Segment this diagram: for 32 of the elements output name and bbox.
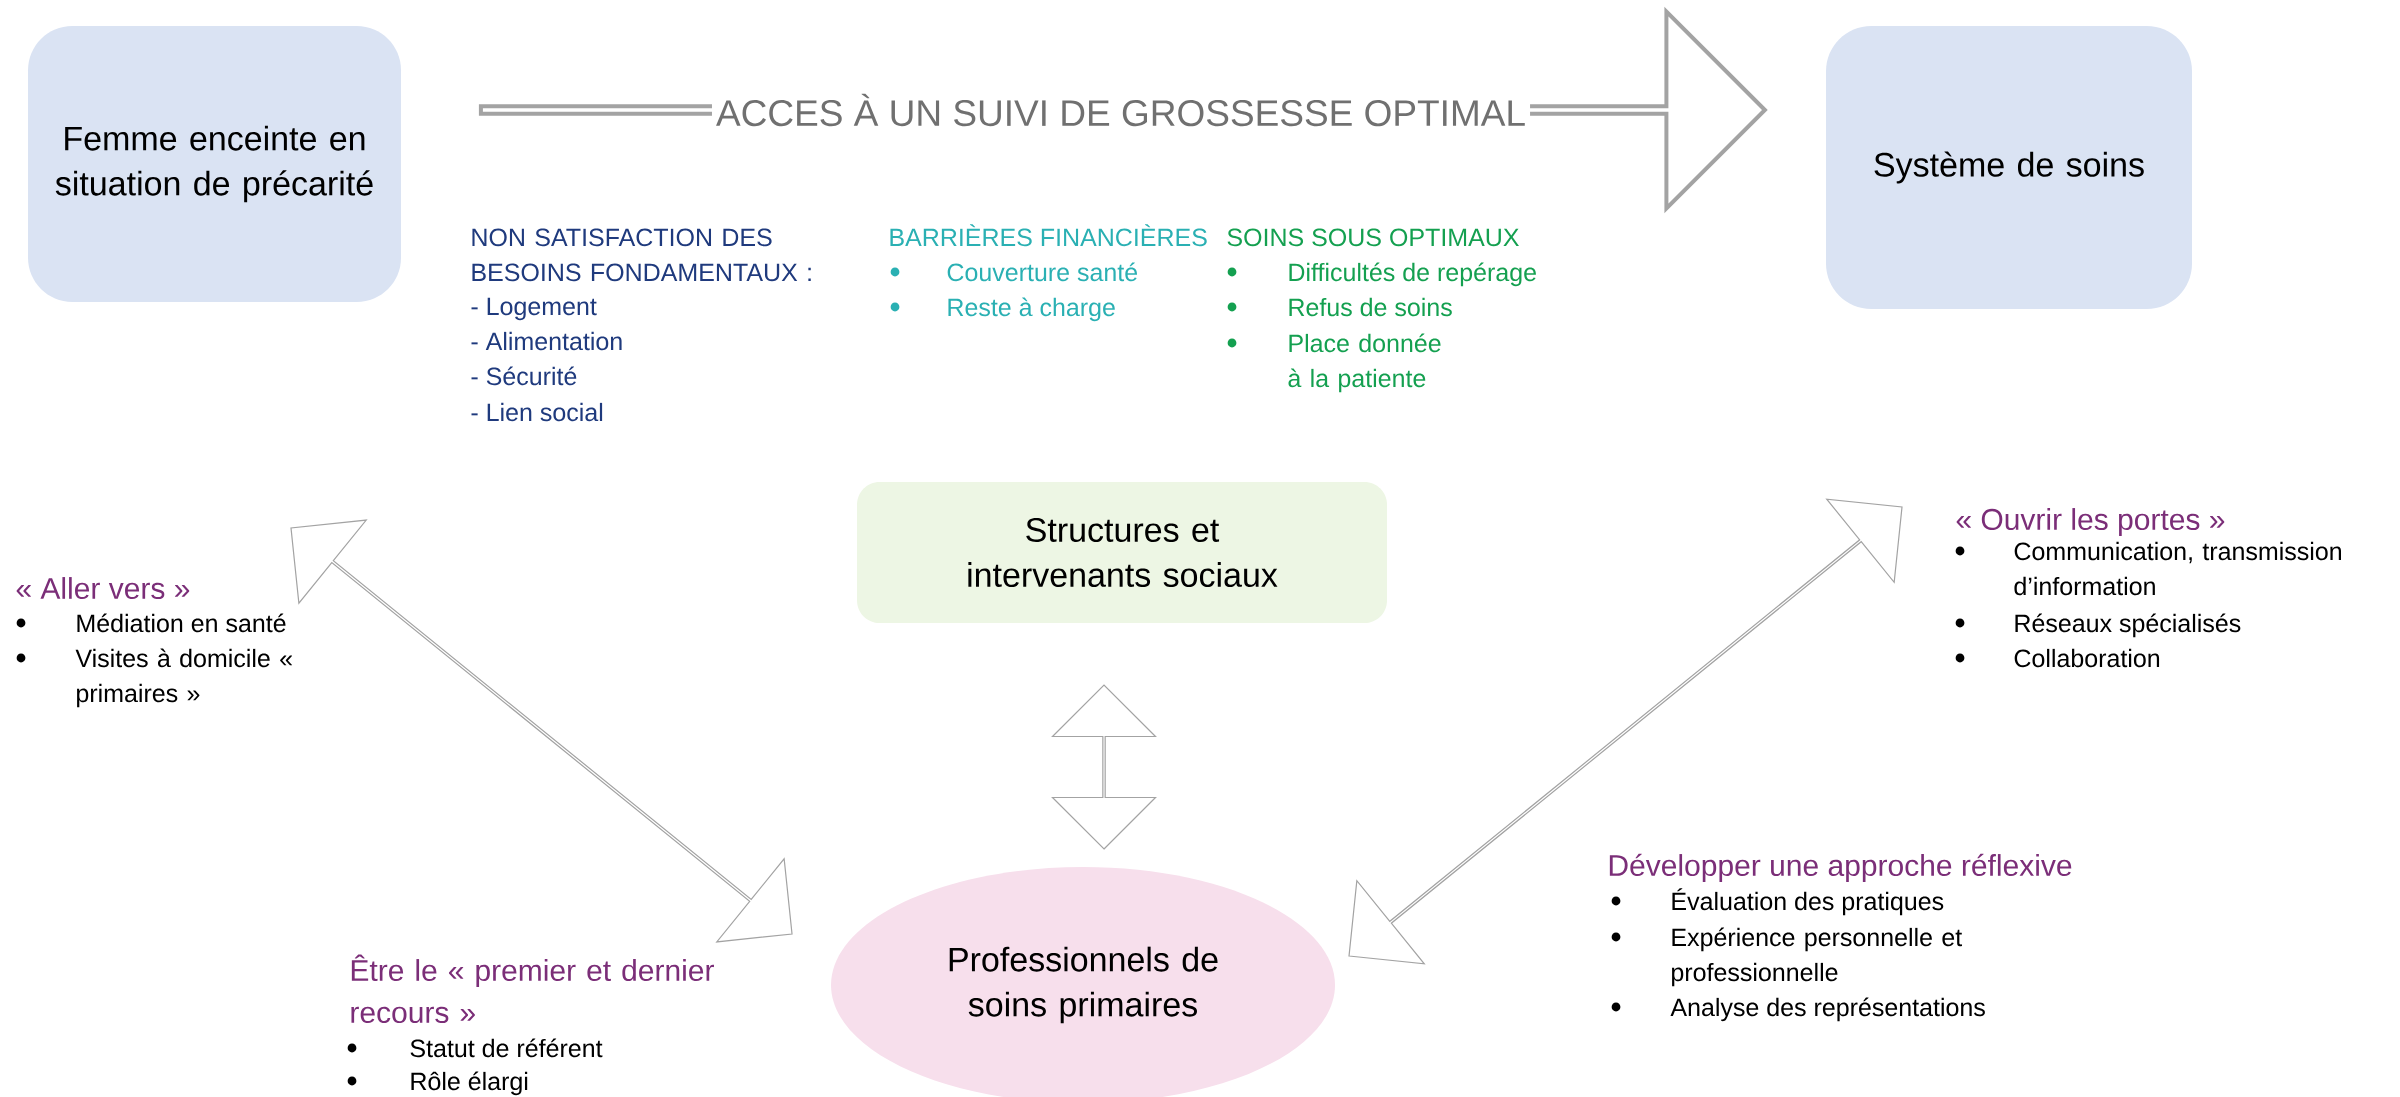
rounded-box: Femme enceinte en situation de précarité xyxy=(28,26,401,302)
list-item: Reste à charge xyxy=(948,297,1115,322)
heading: Développer une approche réflexive xyxy=(1609,853,2072,882)
list-item: Collaboration xyxy=(2014,648,2160,668)
list-item: - Logement xyxy=(471,297,597,321)
list-item: Expérience personnelle et professionnelle xyxy=(1672,927,1962,987)
heading: SOINS SOUS OPTIMAUX xyxy=(1227,228,1519,247)
heading: BARRIÈRES FINANCIÈRES xyxy=(890,224,1207,247)
list-item: Communication, transmission d’information xyxy=(2014,541,2341,596)
rounded-box: Système de soins xyxy=(1826,26,2192,309)
list-item: - Alimentation xyxy=(471,331,622,351)
list-item: Place donnée à la patiente xyxy=(1288,333,1441,393)
list-item: Rôle élargi xyxy=(411,1071,528,1096)
list-item: Statut de référent xyxy=(410,1038,603,1058)
heading: « Ouvrir les portes » xyxy=(1956,508,2225,536)
list-item: - Sécurité xyxy=(471,366,577,386)
list-item: Refus de soins xyxy=(1289,297,1452,317)
list-item: Visites à domicile « primaires » xyxy=(75,648,293,708)
list-item: Analyse des représentations xyxy=(1670,997,1985,1022)
block-arrow xyxy=(290,519,793,943)
block-arrow xyxy=(1348,498,1903,965)
heading: Être le « premier et dernier recours » xyxy=(351,954,714,1024)
block-arrow xyxy=(1051,684,1157,850)
rounded-box: Structures et intervenants sociaux xyxy=(857,482,1387,623)
list-item: Médiation en santé xyxy=(77,613,286,633)
heading: NON SATISFACTION DES BESOINS FONDAMENTAUX : xyxy=(472,228,811,282)
list-item: Difficultés de repérage xyxy=(1289,262,1536,287)
heading: « Aller vers » xyxy=(16,577,190,600)
list-item: Couverture santé xyxy=(947,262,1138,282)
list-item: - Lien social xyxy=(471,402,603,422)
list-item: Réseaux spécialisés xyxy=(2015,613,2241,638)
list-item: Évaluation des pratiques xyxy=(1672,888,1944,916)
